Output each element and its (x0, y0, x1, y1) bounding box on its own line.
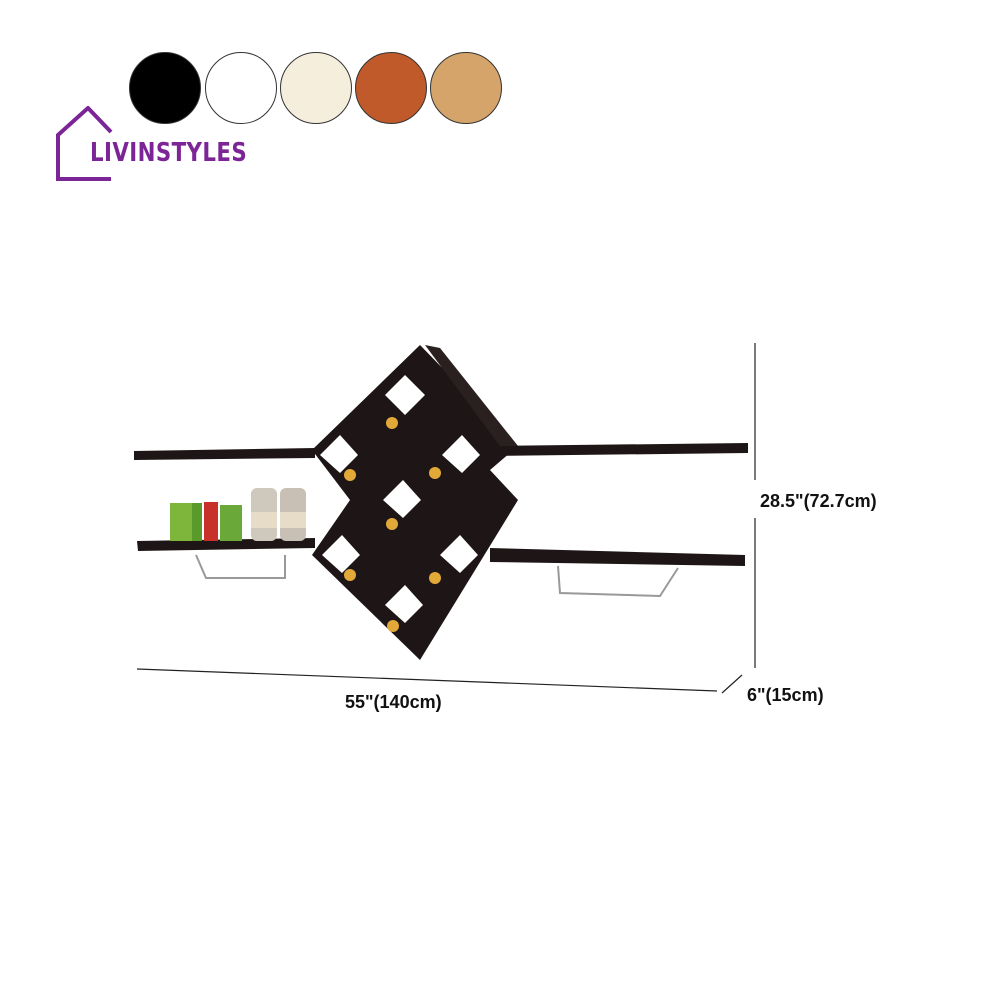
color-swatch-orange-brown[interactable] (355, 52, 427, 124)
brand-name: LIVINSTYLES (90, 138, 248, 168)
color-swatch-black[interactable] (129, 52, 201, 124)
color-swatch-white[interactable] (205, 52, 277, 124)
house-logo-icon (56, 106, 113, 181)
width-dimension-label: 55"(140cm) (345, 692, 442, 712)
color-swatch-tan[interactable] (430, 52, 502, 124)
color-swatch-cream[interactable] (280, 52, 352, 124)
depth-dimension-label: 6"(15cm) (747, 685, 824, 705)
height-dimension-label: 28.5"(72.7cm) (760, 491, 877, 511)
